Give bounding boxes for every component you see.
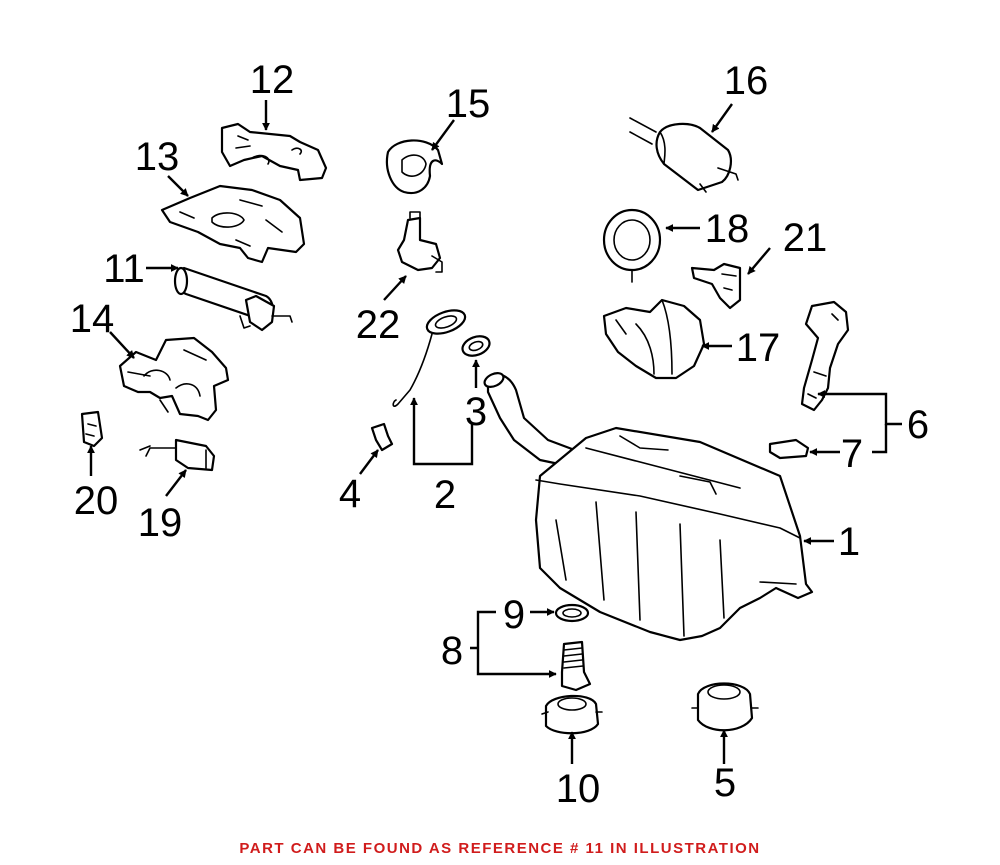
callout-9: 9 bbox=[503, 593, 525, 637]
callout-labels: 12 13 11 14 20 19 15 22 4 3 2 16 18 21 1… bbox=[70, 58, 929, 811]
part-8-threaded-fitting bbox=[560, 640, 592, 692]
callout-4: 4 bbox=[339, 472, 361, 516]
part-1-fuel-tank bbox=[483, 372, 814, 642]
callout-15: 15 bbox=[446, 82, 491, 126]
leader-16 bbox=[711, 103, 733, 133]
callout-12: 12 bbox=[250, 58, 295, 102]
callout-19: 19 bbox=[138, 501, 183, 545]
callout-20: 20 bbox=[74, 479, 119, 523]
callout-13: 13 bbox=[135, 135, 180, 179]
part-16-fuel-filter bbox=[629, 117, 739, 193]
leader-22 bbox=[383, 275, 407, 301]
callout-8: 8 bbox=[441, 629, 463, 673]
leader-lines bbox=[87, 100, 902, 764]
part-21-sensor bbox=[690, 262, 742, 310]
leader-6-to-7 bbox=[872, 424, 888, 454]
callout-16: 16 bbox=[724, 59, 769, 103]
callout-1: 1 bbox=[838, 520, 860, 564]
part-6-sending-unit bbox=[800, 300, 850, 412]
leader-4 bbox=[359, 449, 379, 475]
part-18-ring-seal bbox=[602, 208, 662, 283]
part-9-o-ring bbox=[554, 603, 590, 623]
part-5-cap bbox=[691, 682, 759, 732]
callout-10: 10 bbox=[556, 767, 601, 811]
part-19-relay bbox=[139, 438, 216, 472]
part-22-valve bbox=[396, 211, 443, 273]
part-4-grommet bbox=[370, 422, 394, 452]
callout-6: 6 bbox=[907, 403, 929, 447]
leader-21 bbox=[747, 247, 771, 275]
part-15-clamp-ring bbox=[385, 139, 444, 195]
reference-note: PART CAN BE FOUND AS REFERENCE # 11 IN I… bbox=[239, 840, 761, 857]
leader-14 bbox=[109, 331, 135, 359]
part-13-cover-plate bbox=[160, 184, 306, 264]
leader-13 bbox=[167, 175, 189, 197]
leader-6-to-6 bbox=[817, 390, 902, 426]
callout-11: 11 bbox=[103, 247, 145, 291]
part-14-pump-holder bbox=[118, 336, 230, 422]
callout-5: 5 bbox=[714, 761, 736, 805]
part-17-bracket-shell bbox=[602, 298, 706, 380]
callout-14: 14 bbox=[70, 297, 115, 341]
callout-18: 18 bbox=[705, 207, 750, 251]
part-3-seal bbox=[461, 335, 491, 357]
leader-15 bbox=[431, 119, 455, 151]
part-12-bracket bbox=[220, 122, 328, 182]
leader-8 bbox=[470, 610, 556, 674]
callout-17: 17 bbox=[736, 326, 781, 370]
leader-2 bbox=[410, 397, 474, 466]
callout-22: 22 bbox=[356, 303, 401, 347]
part-10-retaining-nut bbox=[541, 694, 603, 735]
part-2-filler-cap bbox=[392, 309, 467, 407]
part-7-seal bbox=[768, 438, 810, 460]
callout-7: 7 bbox=[841, 432, 863, 476]
callout-2: 2 bbox=[434, 473, 456, 517]
part-11-fuel-pump bbox=[173, 266, 293, 332]
part-20-clip bbox=[80, 410, 104, 448]
callout-3: 3 bbox=[465, 390, 487, 434]
leader-19 bbox=[165, 469, 187, 497]
callout-21: 21 bbox=[783, 216, 828, 260]
